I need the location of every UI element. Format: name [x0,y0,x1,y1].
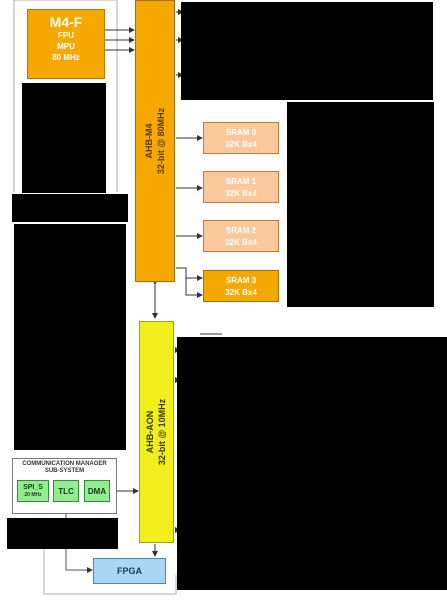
spi-s-block: SPI_S 20 MHz [17,480,49,502]
cpu-line-mpu: MPU [57,42,75,51]
sram-2-name: SRAM 2 [225,226,257,235]
redacted-label-left [12,194,128,222]
sram-1-block: SRAM 1 32K Bx4 [203,171,279,203]
ahb-aon-name: AHB-AON [145,410,156,454]
sram-0-size: 32K Bx4 [225,140,257,149]
spi-s-speed: 20 MHz [24,492,42,498]
sram-3-name: SRAM 3 [225,276,257,285]
redacted-block-sram-right [287,102,434,307]
redacted-block-left-lower [14,224,126,450]
redacted-block-top-right [181,2,433,100]
comm-title-line2: SUB-SYSTEM [44,468,85,474]
sram-0-block: SRAM 0 32K Bx4 [203,122,279,154]
ahb-m4-bus: AHB-M4 32-bit @ 80MHz [135,0,175,282]
cpu-line-clock: 80 MHz [52,53,80,62]
redacted-block-left-upper [22,83,106,193]
fpga-label: FPGA [116,566,142,576]
tlc-block: TLC [53,480,79,502]
redacted-block-bottom-right [177,337,447,590]
sram-3-size: 32K Bx4 [225,288,257,297]
cpu-block: M4-F FPU MPU 80 MHz [27,9,105,79]
tlc-label: TLC [58,487,74,496]
sram-2-size: 32K Bx4 [225,238,257,247]
dma-label: DMA [87,487,107,496]
dma-block: DMA [84,480,110,502]
ahb-m4-name: AHB-M4 [144,123,155,159]
ahb-aon-bus: AHB-AON 32-bit @ 10MHz [139,321,174,543]
redacted-label-bottom-left [7,518,118,549]
spi-s-label: SPI_S [23,484,43,491]
cpu-line-fpu: FPU [58,31,74,40]
cpu-title: M4-F [49,14,83,30]
fpga-block: FPGA [93,558,166,584]
sram-1-size: 32K Bx4 [225,189,257,198]
sram-2-block: SRAM 2 32K Bx4 [203,220,279,252]
ahb-m4-spec: 32-bit @ 80MHz [156,107,167,175]
sram-3-block: SRAM 3 32K Bx4 [203,270,279,302]
sram-1-name: SRAM 1 [225,177,257,186]
comm-title-line1: COMMUNICATION MANAGER [22,461,107,467]
sram-0-name: SRAM 0 [225,128,257,137]
ahb-aon-spec: 32-bit @ 10MHz [157,398,168,466]
